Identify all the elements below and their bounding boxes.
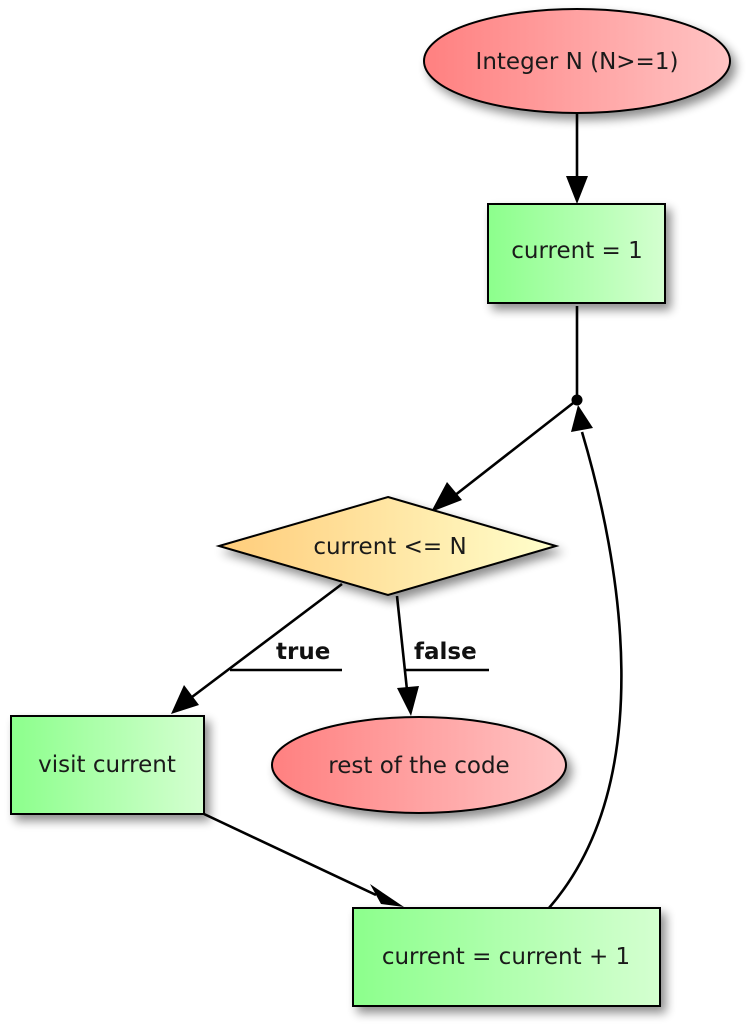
rest-label: rest of the code [328,753,509,779]
condition-label: current <= N [313,534,466,560]
edge-condition-to-rest [395,595,489,716]
node-increment: current = current + 1 [352,907,661,1007]
visit-label: visit current [38,752,176,778]
node-start: Integer N (N>=1) [423,8,731,114]
edge-condition-to-visit [171,582,343,714]
node-visit: visit current [10,715,205,815]
start-label: Integer N (N>=1) [476,49,679,75]
edge-start-to-init [566,114,588,204]
node-rest: rest of the code [271,716,567,814]
increment-label: current = current + 1 [382,944,630,970]
edges [171,114,623,909]
init-label: current = 1 [511,238,643,264]
edge-visit-to-increment [203,812,404,907]
false-label: false [414,639,477,665]
true-label: true [276,639,330,665]
node-init: current = 1 [487,203,666,304]
node-condition: current <= N [215,495,560,597]
edge-junction-to-condition [431,398,578,512]
edge-init-to-junction [571,306,583,406]
edge-increment-to-junction [548,405,623,909]
